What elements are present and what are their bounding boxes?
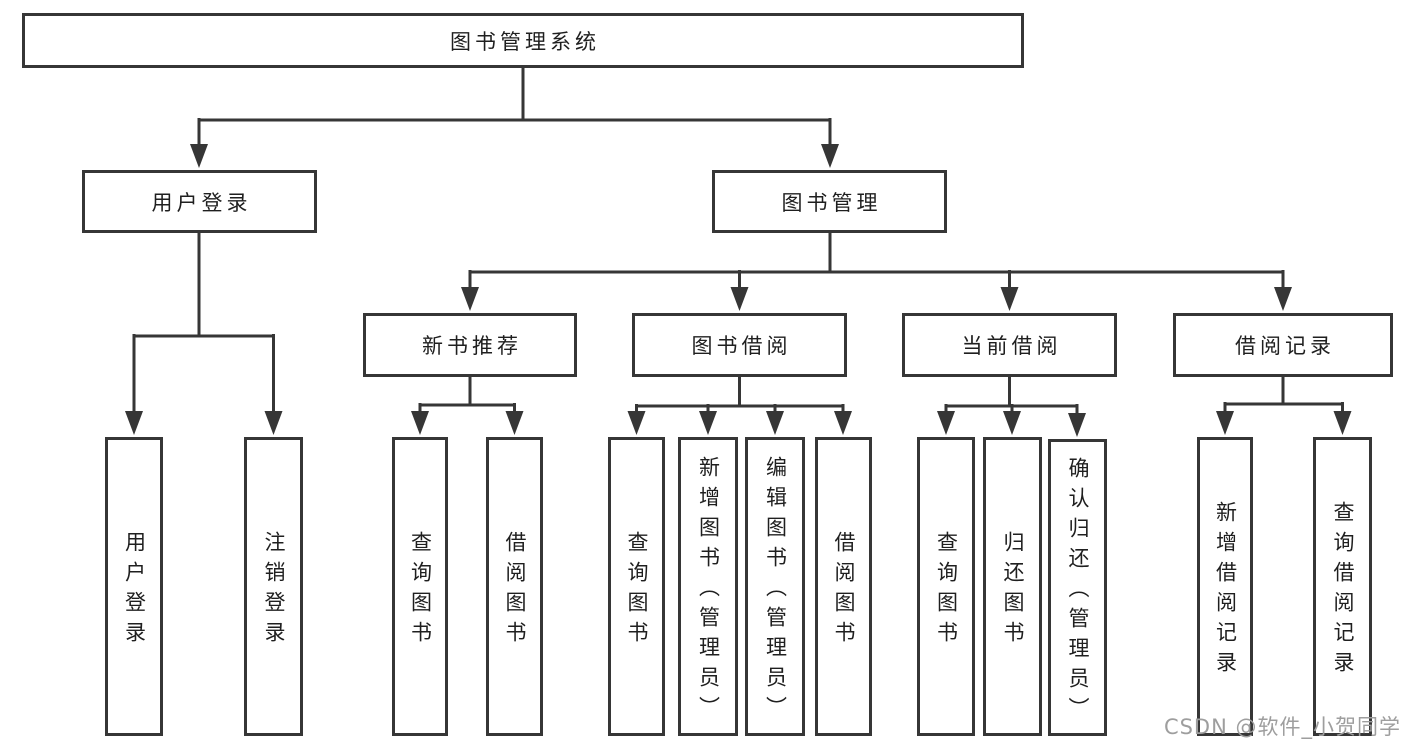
node-add-borrow-record: 新增借阅记录 — [1197, 437, 1253, 736]
node-label: 借阅图书 — [503, 531, 527, 651]
node-label: 新增借阅记录 — [1213, 501, 1238, 681]
arrow-icon — [505, 411, 524, 435]
node-label: 用户登录 — [151, 190, 252, 215]
arrow-icon — [730, 287, 749, 311]
node-query-books-3: 查询图书 — [917, 437, 975, 736]
csdn-watermark: CSDN @软件_小贺同学 — [1163, 715, 1401, 739]
arrow-icon — [264, 411, 283, 435]
node-query-books-1: 查询图书 — [392, 437, 448, 736]
arrow-icon — [1216, 411, 1234, 435]
arrow-icon — [766, 411, 784, 435]
node-query-borrow-record: 查询借阅记录 — [1313, 437, 1372, 736]
node-book-management-module: 图书管理 — [712, 170, 947, 233]
arrow-icon — [821, 144, 839, 168]
node-logout: 注销登录 — [244, 437, 303, 736]
node-edit-books-admin: 编辑图书（管理员） — [745, 437, 805, 736]
node-label: 注销登录 — [262, 531, 286, 651]
node-label: 借阅图书 — [832, 531, 856, 651]
node-borrow-books-1: 借阅图书 — [486, 437, 543, 736]
arrow-icon — [937, 411, 955, 435]
arrow-icon — [1003, 411, 1021, 435]
node-label: 新增图书（管理员） — [696, 456, 721, 726]
node-label: 图书借阅 — [691, 334, 792, 358]
node-label: 图书管理 — [781, 190, 882, 215]
node-label: 查询图书 — [408, 531, 433, 651]
node-label: 查询图书 — [625, 531, 649, 651]
node-confirm-return-admin: 确认归还（管理员） — [1048, 439, 1107, 736]
node-library-management-system: 图书管理系统 — [22, 13, 1024, 68]
node-label: 新书推荐 — [422, 334, 522, 358]
arrow-icon — [1000, 287, 1019, 311]
node-borrowing-records: 借阅记录 — [1173, 313, 1393, 377]
node-return-books: 归还图书 — [983, 437, 1042, 736]
node-label: 查询借阅记录 — [1331, 501, 1355, 681]
node-borrow-books-2: 借阅图书 — [815, 437, 872, 736]
arrow-icon — [1068, 413, 1086, 437]
node-label: 借阅记录 — [1235, 334, 1335, 358]
arrow-icon — [1333, 411, 1352, 435]
arrow-icon — [834, 411, 852, 435]
node-user-login-leaf: 用户登录 — [105, 437, 163, 736]
node-add-books-admin: 新增图书（管理员） — [678, 437, 738, 736]
node-user-login-module: 用户登录 — [82, 170, 317, 233]
node-label: 编辑图书（管理员） — [763, 456, 788, 726]
arrow-icon — [627, 411, 646, 435]
arrow-icon — [411, 411, 429, 435]
node-label: 当前借阅 — [961, 334, 1062, 358]
arrow-icon — [1274, 287, 1292, 311]
node-query-books-2: 查询图书 — [608, 437, 665, 736]
node-book-borrowing: 图书借阅 — [632, 313, 847, 377]
arrow-icon — [461, 287, 479, 311]
node-label: 确认归还（管理员） — [1066, 457, 1090, 727]
node-label: 图书管理系统 — [450, 29, 600, 54]
node-new-book-recommendation: 新书推荐 — [363, 313, 577, 377]
arrow-icon — [190, 144, 208, 168]
arrow-icon — [699, 411, 717, 435]
node-label: 查询图书 — [934, 531, 959, 651]
node-label: 用户登录 — [122, 531, 147, 651]
node-current-borrowing: 当前借阅 — [902, 313, 1117, 377]
arrow-icon — [125, 411, 143, 435]
node-label: 归还图书 — [1001, 531, 1025, 651]
